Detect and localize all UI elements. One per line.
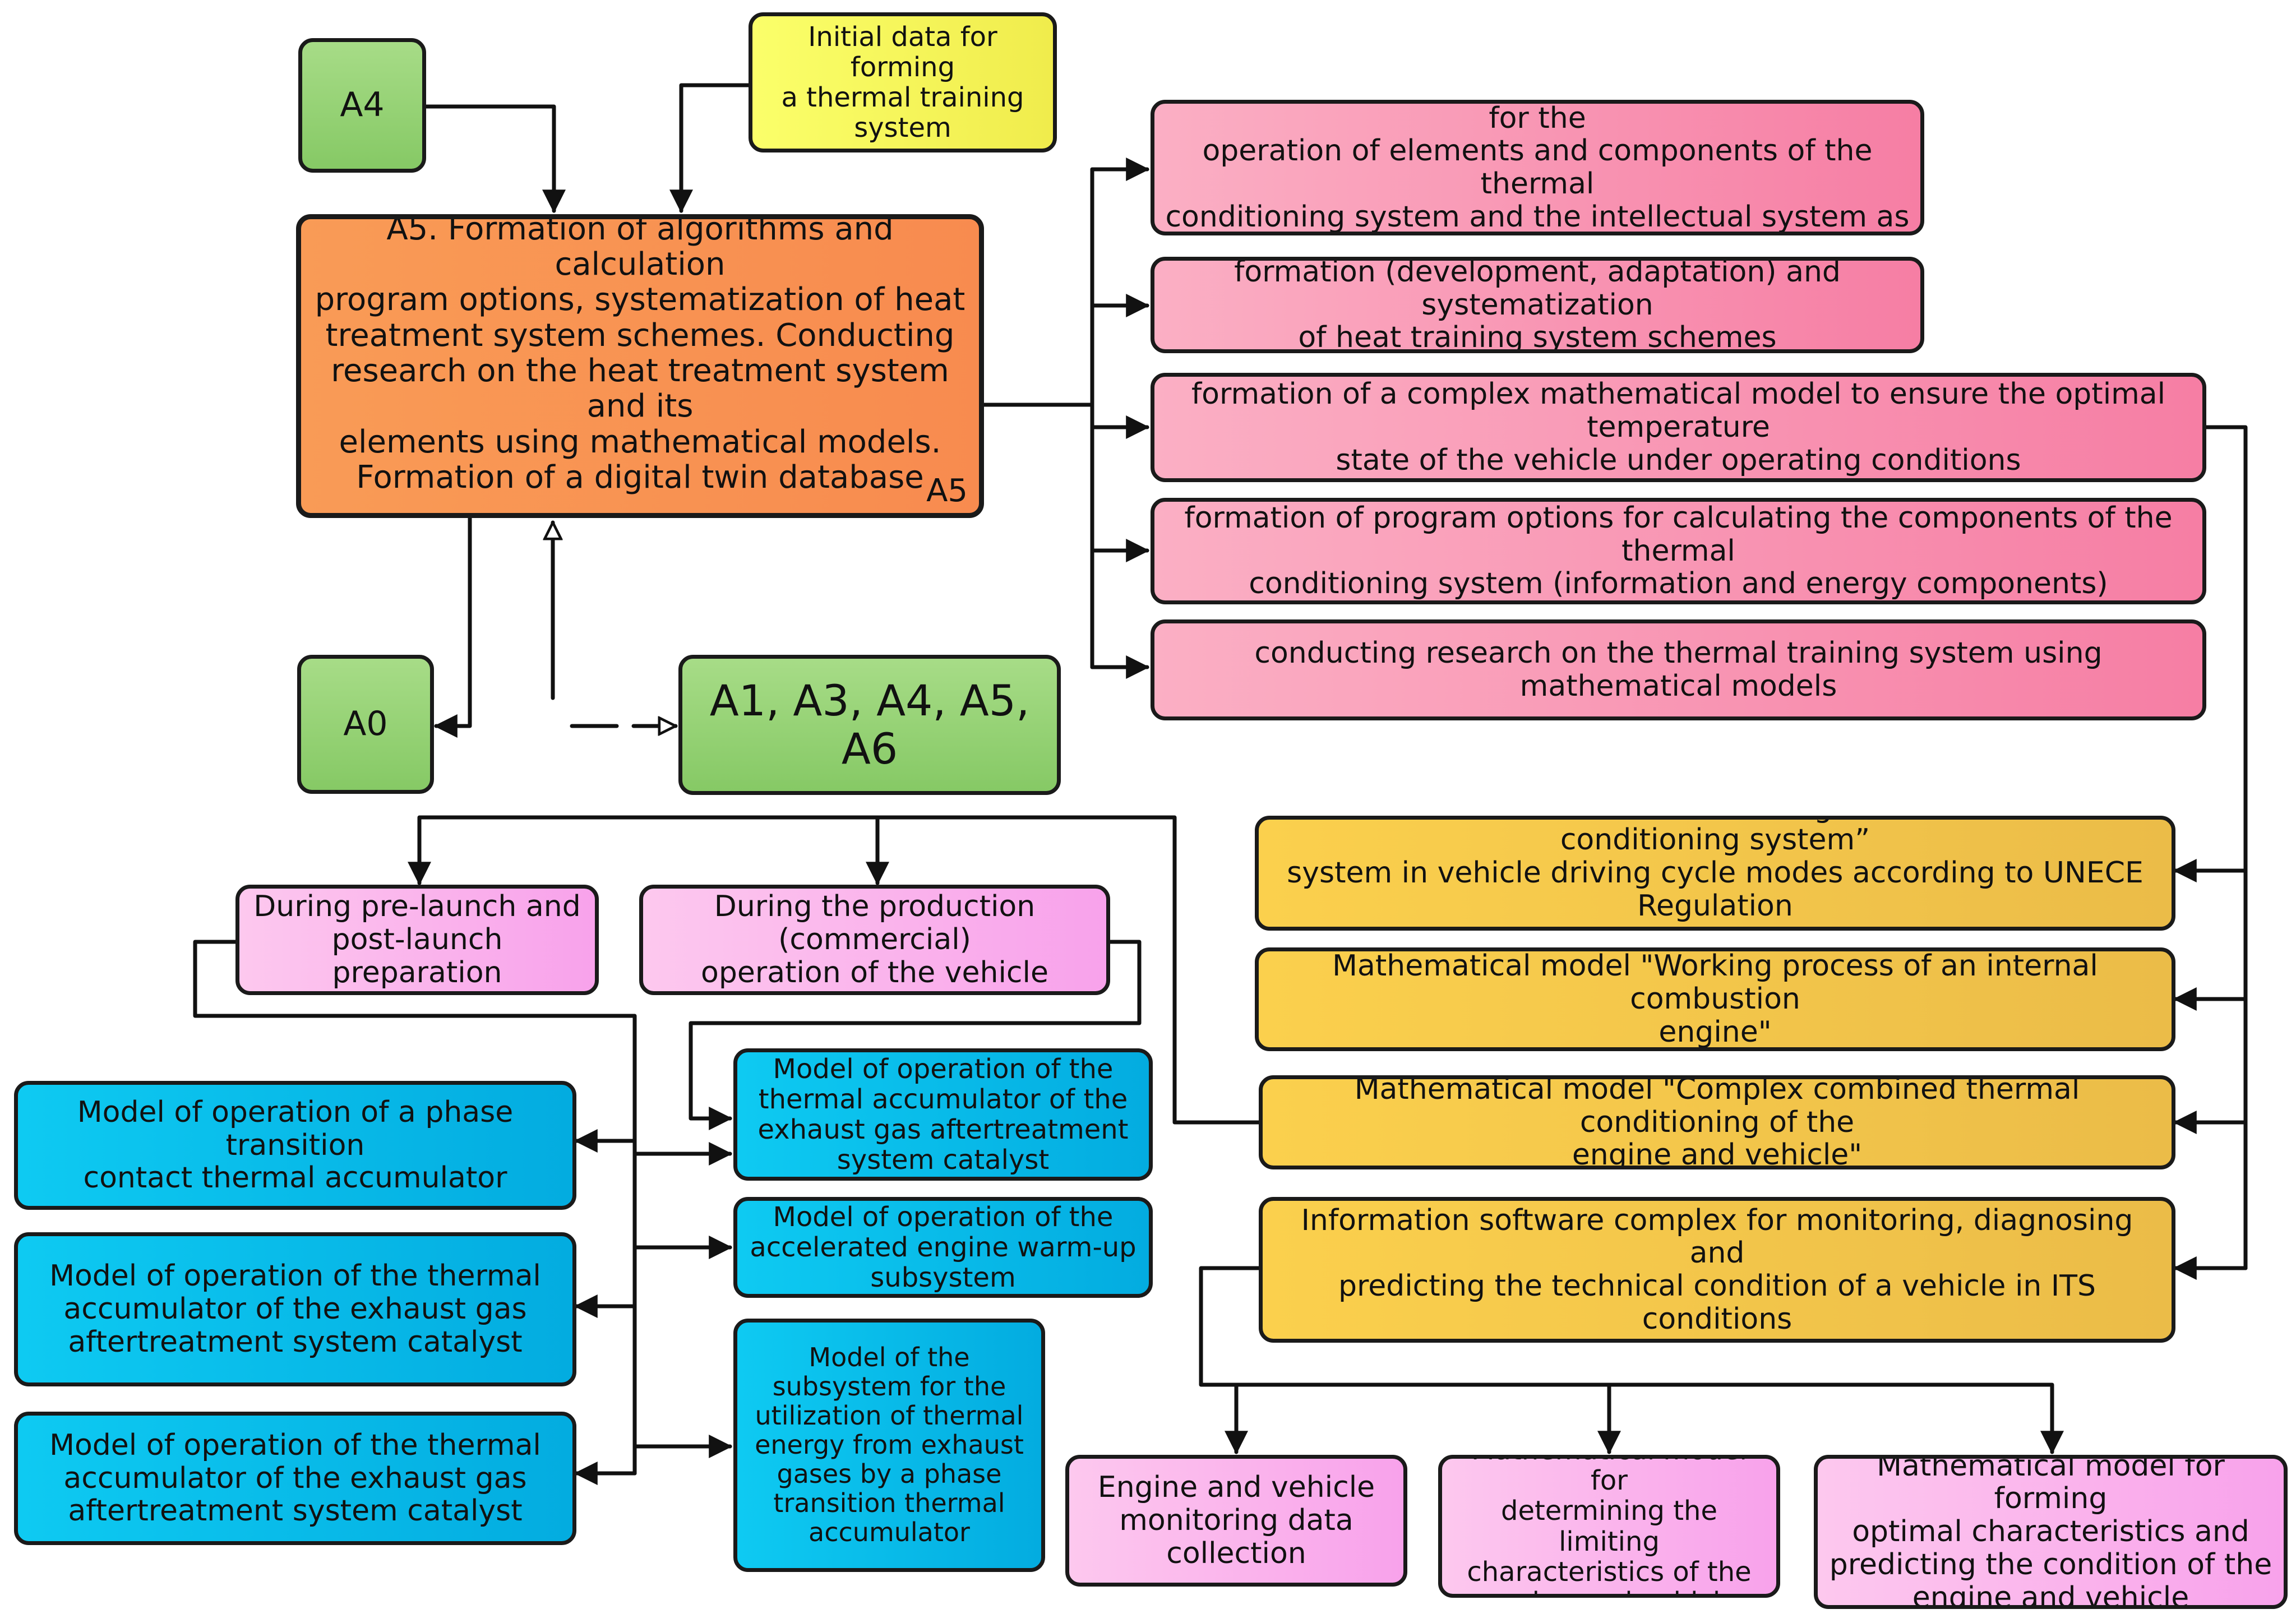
node-a5-tag: A5: [926, 472, 968, 509]
connector-a4-a5: [424, 104, 566, 214]
connector-gold3-stages: [408, 815, 1261, 1125]
cyan-catalyst-accumulator-1: Model of operation of the thermal accumu…: [14, 1232, 576, 1386]
connector-production-cyan: [689, 940, 1142, 1130]
task-algorithms: formation (development, adaptation) of a…: [1151, 100, 1924, 235]
node-a-group: A1, A3, A4, A5, A6: [678, 655, 1061, 795]
cyan-catalyst-accumulator-2: Model of operation of the thermal accumu…: [14, 1412, 576, 1545]
model-engine-tcs: Mathematical model of the “Engine with t…: [1255, 816, 2175, 931]
connector-initial-a5: [669, 83, 751, 214]
cyan-phase-transition-accumulator: Model of operation of a phase transition…: [14, 1081, 576, 1210]
node-a5-main: A5. Formation of algorithms and calculat…: [296, 214, 984, 518]
connector-task3-gold-bus: [2204, 425, 2248, 1270]
task-schemes: formation (development, adaptation) and …: [1151, 257, 1924, 353]
connector-a5-a0: [433, 516, 472, 738]
node-a4: A4: [298, 38, 426, 173]
stage-production: During the production (commercial) opera…: [639, 885, 1110, 995]
model-info-complex: Information software complex for monitor…: [1259, 1197, 2175, 1343]
bottom-optimal-characteristics: Mathematical model for forming optimal c…: [1814, 1455, 2288, 1609]
model-working-process: Mathematical model "Working process of a…: [1255, 947, 2175, 1051]
cyan-mid-warmup-subsystem: Model of operation of the accelerated en…: [733, 1197, 1153, 1298]
task-research: conducting research on the thermal train…: [1151, 619, 2206, 720]
stage-prelaunch: During pre-launch and post-launch prepar…: [235, 885, 599, 995]
node-a0: A0: [297, 655, 434, 794]
bottom-limiting-characteristics: Mathematical model for determining the l…: [1438, 1455, 1780, 1598]
node-initial-data: Initial data for forming a thermal train…: [749, 12, 1057, 152]
connector-prelaunch-bus: [193, 940, 637, 1476]
cyan-mid-catalyst-accumulator: Model of operation of the thermal accumu…: [733, 1048, 1153, 1181]
connector-info-bus: [1199, 1266, 2064, 1455]
task-program-options: formation of program options for calcula…: [1151, 498, 2206, 604]
task-complex-model: formation of a complex mathematical mode…: [1151, 373, 2206, 482]
model-combined-conditioning: Mathematical model "Complex combined the…: [1259, 1075, 2175, 1169]
bottom-monitoring-data: Engine and vehicle monitoring data colle…: [1065, 1455, 1407, 1587]
cyan-mid-heat-utilization: Model of the subsystem for the utilizati…: [733, 1319, 1045, 1572]
